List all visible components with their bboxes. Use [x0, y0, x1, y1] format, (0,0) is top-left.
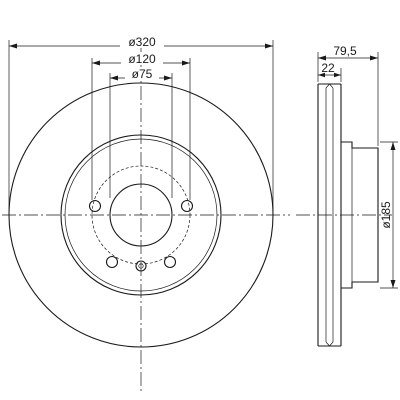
dim-label-bg	[121, 52, 163, 65]
arrow-head	[265, 43, 273, 49]
side-dimensions: 79,5 22 ø185	[317, 44, 398, 289]
front-view	[2, 42, 290, 392]
arrow-head	[318, 72, 325, 78]
height-label: 79,5	[333, 44, 357, 58]
arrow-head	[110, 75, 118, 81]
arrow-head	[334, 72, 341, 78]
hat-profile	[341, 141, 379, 289]
bolt-hole	[163, 255, 177, 269]
thickness-label: 22	[321, 61, 335, 75]
arrow-head	[390, 280, 396, 288]
hat-inner-edge	[64, 138, 218, 292]
bolt-hole	[88, 199, 102, 213]
center-bore	[109, 183, 173, 247]
front-dimensions: ø320 ø120 ø75	[8, 35, 274, 212]
outer-diameter-label: ø320	[128, 35, 156, 49]
arrow-head	[390, 142, 396, 150]
arrow-head	[164, 75, 172, 81]
locating-screw-hole	[135, 260, 147, 272]
arrow-head	[370, 55, 378, 61]
bolt-hole	[105, 255, 119, 269]
vent-bottom-chamfer	[325, 341, 334, 347]
hat-outer-edge	[60, 134, 222, 296]
bolt-hole	[180, 199, 194, 213]
pcd-diameter-label: ø120	[128, 52, 156, 66]
side-view	[296, 83, 392, 347]
arrow-head	[92, 60, 100, 66]
dim-label-bg	[120, 35, 164, 48]
vent-top-chamfer	[325, 83, 334, 89]
bore-diameter-label: ø75	[132, 67, 153, 81]
dim-label-bg	[125, 67, 159, 80]
locating-screw-center	[138, 263, 144, 269]
arrow-head	[318, 55, 326, 61]
arrow-head	[182, 60, 190, 66]
hat-diameter-label: ø185	[379, 201, 393, 229]
outer-disc-edge	[8, 82, 274, 348]
arrow-head	[9, 43, 17, 49]
